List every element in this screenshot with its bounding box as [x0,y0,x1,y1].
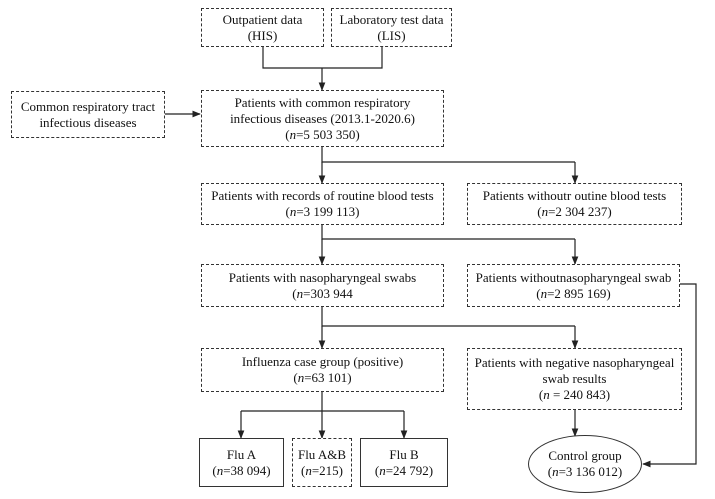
blood-tests-line1: Patients with records of routine blood t… [211,188,434,203]
connector-lis [322,46,383,69]
common-respiratory-line1: Common respiratory tract [20,98,156,114]
no-swab-line1: Patients withoutnasopharyngeal swab [475,269,672,285]
flu-b-label: Flu B [389,446,419,462]
swab-count: (n=303 944 [292,285,353,301]
control-group-oval: Control group (n=3 136 012) [528,435,642,493]
no-blood-tests-line1: Patients withoutr outine blood tests [482,188,667,203]
flu-a-label: Flu A [226,446,257,462]
flu-ab-count: (n=215) [300,462,343,478]
laboratory-data-label: Laboratory test data [339,11,444,27]
flu-a-box: Flu A (n=38 094) [199,438,284,487]
negative-swab-line1: Patients with negative nasopharyngeal [474,355,675,370]
outpatient-data-box: Outpatient data (HIS) [201,8,324,47]
blood-tests-count: (n=3 199 113) [285,204,360,219]
no-swab-box: Patients withoutnasopharyngeal swab (n=2… [467,264,680,307]
connector-his [262,46,322,69]
control-group-label: Control group [548,448,622,463]
connector-flu-split [321,391,404,412]
flu-b-box: Flu B (n=24 792) [360,438,448,487]
negative-swab-box: Patients with negative nasopharyngeal sw… [467,348,682,410]
outpatient-data-source: (HIS) [247,27,278,43]
no-swab-count: (n=2 895 169) [536,285,611,301]
flu-ab-box: Flu A&B (n=215) [292,438,352,487]
swab-line1: Patients with nasopharyngeal swabs [228,269,417,285]
no-blood-tests-box: Patients withoutr outine blood tests (n=… [467,183,682,225]
connector-swab-split [321,306,575,327]
flu-ab-label: Flu A&B [297,446,347,462]
connector-blood-split [321,224,575,240]
blood-tests-box: Patients with records of routine blood t… [201,183,444,225]
influenza-case-line1: Influenza case group (positive) [241,354,404,369]
laboratory-data-box: Laboratory test data (LIS) [331,8,452,47]
connector-patients-split [321,146,575,163]
outpatient-data-label: Outpatient data [222,11,303,27]
swab-box: Patients with nasopharyngeal swabs (n=30… [201,264,444,307]
flu-b-count: (n=24 792) [374,462,434,478]
no-blood-tests-count: (n=2 304 237) [537,204,612,219]
influenza-case-count: (n=63 101) [293,370,352,385]
common-respiratory-line2: infectious diseases [39,114,137,130]
patients-all-count: (n=5 503 350) [285,126,360,142]
influenza-case-box: Influenza case group (positive) (n=63 10… [201,348,444,392]
patients-all-box: Patients with common respiratory infecti… [201,90,444,147]
flu-a-count: (n=38 094) [212,462,271,478]
patients-all-line1: Patients with common respiratory [234,94,411,110]
common-respiratory-box: Common respiratory tract infectious dise… [11,91,165,138]
arrow-noswab-to-control [642,283,697,468]
patients-all-line2: infectious diseases (2013.1-2020.6) [230,110,415,126]
laboratory-data-source: (LIS) [377,27,406,43]
control-group-count: (n=3 136 012) [547,464,623,479]
negative-swab-line2: swab results [542,371,607,386]
negative-swab-count: (n = 240 843) [538,387,611,402]
